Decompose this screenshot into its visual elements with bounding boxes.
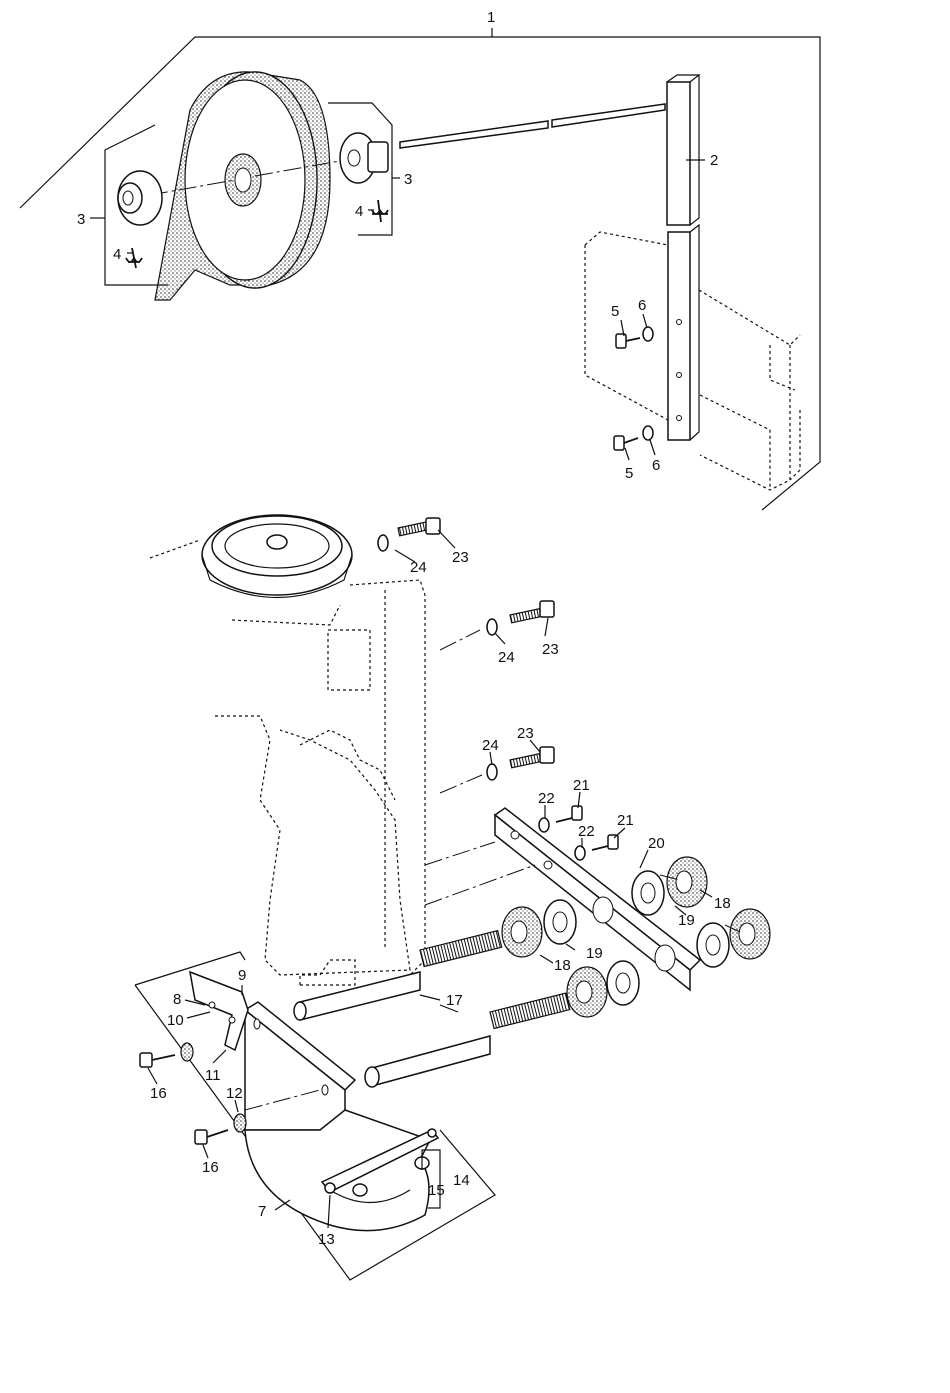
callout-18-left: 18 <box>554 957 571 974</box>
callout-10: 10 <box>167 1012 184 1029</box>
guard-7 <box>245 1002 430 1231</box>
callout-15: 15 <box>428 1182 445 1199</box>
callout-24-lower: 24 <box>482 737 499 754</box>
stud-17-lower <box>365 993 570 1087</box>
callout-3-right: 3 <box>404 171 412 188</box>
callout-3-left: 3 <box>77 211 85 228</box>
callout-20: 20 <box>648 835 665 852</box>
callout-23-top: 23 <box>452 549 469 566</box>
callout-16-lower: 16 <box>202 1159 219 1176</box>
kit-1-boundary <box>20 28 820 510</box>
callout-14: 14 <box>453 1172 470 1189</box>
screw-23-middle <box>487 601 554 635</box>
callout-22-upper: 22 <box>538 790 555 807</box>
callout-1: 1 <box>487 9 495 26</box>
callout-19-left: 19 <box>586 945 603 962</box>
callout-5-upper: 5 <box>611 303 619 320</box>
dashed-housing-top <box>585 232 800 490</box>
bolt-16-upper <box>140 1043 193 1067</box>
callout-23-middle: 23 <box>542 641 559 658</box>
callout-23-lower: 23 <box>517 725 534 742</box>
callout-21-upper: 21 <box>573 777 590 794</box>
pulley <box>202 515 352 598</box>
callout-4-left: 4 <box>113 246 121 263</box>
callout-18-right: 18 <box>714 895 731 912</box>
callout-5-lower: 5 <box>625 465 633 482</box>
callout-22-lower: 22 <box>578 823 595 840</box>
vertical-bar-2 <box>667 75 699 440</box>
callout-6-lower: 6 <box>652 457 660 474</box>
callout-19-right: 19 <box>678 912 695 929</box>
bolt-5-lower <box>614 426 653 450</box>
machine-body-dashed <box>150 540 425 985</box>
callout-24-top: 24 <box>410 559 427 576</box>
callout-8: 8 <box>173 991 181 1008</box>
callout-17: 17 <box>446 992 463 1009</box>
plate-20 <box>495 808 700 990</box>
callout-9: 9 <box>238 967 246 984</box>
center-lines <box>245 630 740 1110</box>
callout-13: 13 <box>318 1231 335 1248</box>
callout-2: 2 <box>710 152 718 169</box>
stud-17-upper <box>294 931 502 1020</box>
screw-23-top <box>378 518 440 551</box>
shaft-rod <box>400 104 665 148</box>
bolt-5-upper <box>616 327 653 348</box>
callout-21-lower: 21 <box>617 812 634 829</box>
callout-16-upper: 16 <box>150 1085 167 1102</box>
callout-11: 11 <box>205 1067 221 1084</box>
callout-6-upper: 6 <box>638 297 646 314</box>
bolt-16-lower <box>195 1114 246 1144</box>
callout-4-right: 4 <box>355 203 363 220</box>
callout-24-middle: 24 <box>498 649 515 666</box>
callout-7: 7 <box>258 1203 266 1220</box>
callout-12: 12 <box>226 1085 243 1102</box>
grinding-wheel <box>155 72 330 300</box>
